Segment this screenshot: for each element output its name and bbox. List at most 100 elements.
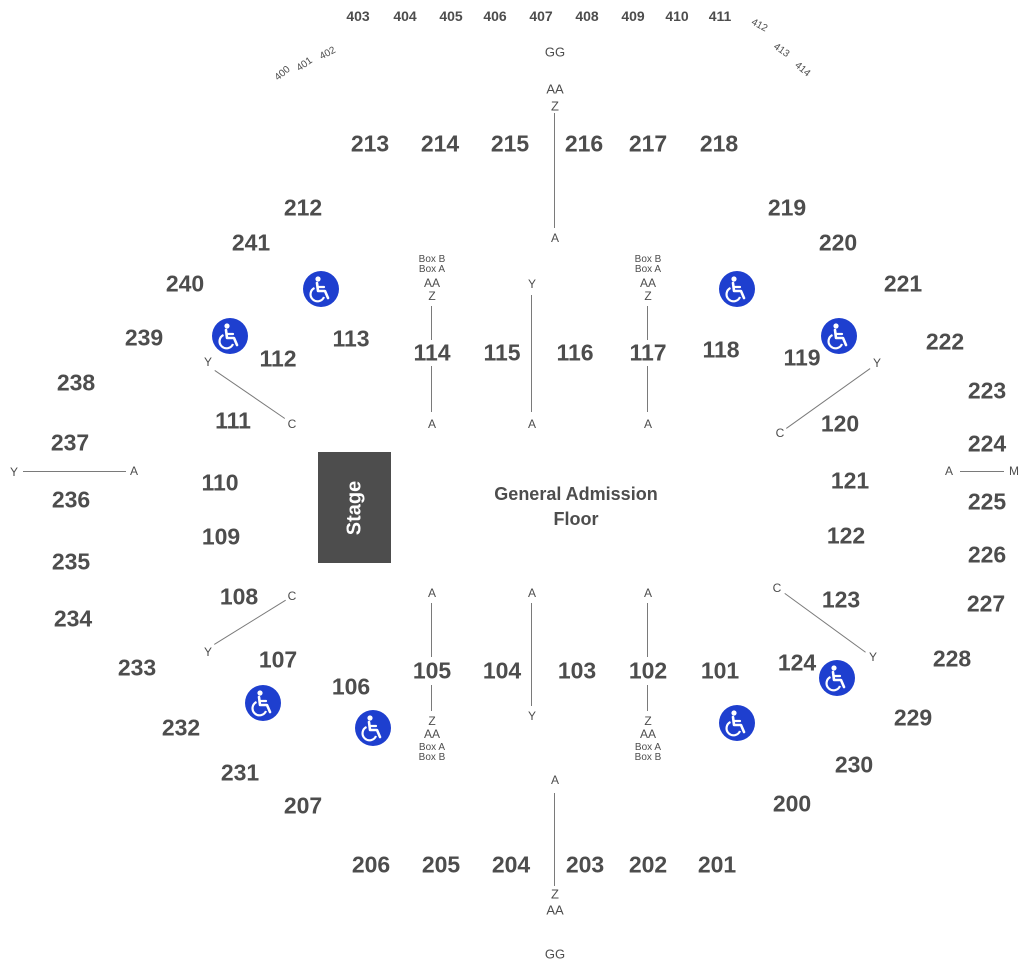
section-103[interactable]: 103 — [557, 657, 597, 684]
section-233[interactable]: 233 — [117, 654, 157, 681]
section-123[interactable]: 123 — [821, 586, 861, 613]
section-219[interactable]: 219 — [767, 194, 807, 221]
section-111[interactable]: 111 — [215, 407, 251, 434]
section-228[interactable]: 228 — [932, 645, 972, 672]
section-104[interactable]: 104 — [482, 657, 522, 684]
section-112[interactable]: 112 — [259, 345, 297, 372]
section-120[interactable]: 120 — [820, 410, 860, 437]
row-label-y: Y — [527, 277, 537, 291]
section-204[interactable]: 204 — [491, 851, 531, 878]
section-231[interactable]: 231 — [220, 759, 260, 786]
section-222[interactable]: 222 — [925, 328, 965, 355]
section-406[interactable]: 406 — [483, 8, 507, 24]
section-224[interactable]: 224 — [967, 430, 1007, 457]
section-108[interactable]: 108 — [219, 583, 259, 610]
box-label[interactable]: Box B — [418, 254, 446, 265]
section-110[interactable]: 110 — [201, 469, 239, 496]
section-216[interactable]: 216 — [564, 130, 604, 157]
section-403[interactable]: 403 — [346, 8, 370, 24]
section-215[interactable]: 215 — [490, 130, 530, 157]
section-407[interactable]: 407 — [529, 8, 553, 24]
section-117[interactable]: 117 — [629, 339, 667, 366]
section-206[interactable]: 206 — [351, 851, 391, 878]
floor-label-line2: Floor — [553, 509, 599, 529]
box-label[interactable]: Box B — [634, 254, 662, 265]
section-223[interactable]: 223 — [967, 377, 1007, 404]
box-label[interactable]: Box A — [418, 742, 446, 753]
section-241[interactable]: 241 — [231, 229, 271, 256]
row-label-y: Y — [868, 650, 878, 664]
section-236[interactable]: 236 — [51, 486, 91, 513]
section-101[interactable]: 101 — [700, 657, 740, 684]
section-232[interactable]: 232 — [161, 714, 201, 741]
section-113[interactable]: 113 — [332, 325, 370, 352]
row-divider-line — [647, 685, 648, 711]
section-240[interactable]: 240 — [165, 270, 205, 297]
row-divider-line — [531, 295, 532, 412]
section-411[interactable]: 411 — [708, 8, 732, 24]
section-114[interactable]: 114 — [413, 339, 451, 366]
section-214[interactable]: 214 — [420, 130, 460, 157]
row-label-y: Y — [9, 465, 19, 479]
section-414[interactable]: 414 — [792, 60, 813, 80]
section-225[interactable]: 225 — [967, 488, 1007, 515]
section-226[interactable]: 226 — [967, 541, 1007, 568]
row-label-aa: AA — [639, 276, 657, 290]
section-200[interactable]: 200 — [772, 790, 812, 817]
section-218[interactable]: 218 — [699, 130, 739, 157]
section-238[interactable]: 238 — [56, 369, 96, 396]
section-212[interactable]: 212 — [283, 194, 323, 221]
section-201[interactable]: 201 — [697, 851, 737, 878]
section-400[interactable]: 400 — [272, 64, 293, 84]
section-410[interactable]: 410 — [665, 8, 689, 24]
section-234[interactable]: 234 — [53, 605, 93, 632]
row-label-z: Z — [428, 714, 436, 728]
section-217[interactable]: 217 — [628, 130, 668, 157]
section-412[interactable]: 412 — [749, 16, 770, 35]
section-203[interactable]: 203 — [565, 851, 605, 878]
section-404[interactable]: 404 — [393, 8, 417, 24]
section-119[interactable]: 119 — [783, 344, 821, 371]
section-235[interactable]: 235 — [51, 548, 91, 575]
section-405[interactable]: 405 — [439, 8, 463, 24]
row-label-aa: AA — [423, 276, 441, 290]
section-102[interactable]: 102 — [628, 657, 668, 684]
section-115[interactable]: 115 — [483, 339, 521, 366]
section-213[interactable]: 213 — [350, 130, 390, 157]
row-label-a: A — [427, 586, 437, 600]
section-202[interactable]: 202 — [628, 851, 668, 878]
section-227[interactable]: 227 — [966, 590, 1006, 617]
section-237[interactable]: 237 — [50, 429, 90, 456]
section-116[interactable]: 116 — [556, 339, 594, 366]
section-239[interactable]: 239 — [124, 324, 164, 351]
section-221[interactable]: 221 — [883, 270, 923, 297]
section-413[interactable]: 413 — [771, 41, 792, 60]
box-label[interactable]: Box A — [418, 264, 446, 275]
box-label[interactable]: Box A — [634, 742, 662, 753]
box-label[interactable]: Box B — [634, 752, 662, 763]
section-408[interactable]: 408 — [575, 8, 599, 24]
section-121[interactable]: 121 — [830, 467, 870, 494]
section-230[interactable]: 230 — [834, 751, 874, 778]
section-220[interactable]: 220 — [818, 229, 858, 256]
box-label[interactable]: Box A — [634, 264, 662, 275]
section-118[interactable]: 118 — [702, 336, 740, 363]
row-label-a: A — [527, 586, 537, 600]
section-409[interactable]: 409 — [621, 8, 645, 24]
box-label[interactable]: Box B — [418, 752, 446, 763]
section-402[interactable]: 402 — [317, 44, 338, 63]
row-divider-line — [23, 471, 126, 472]
section-122[interactable]: 122 — [826, 522, 866, 549]
section-107[interactable]: 107 — [258, 646, 298, 673]
section-401[interactable]: 401 — [294, 55, 315, 74]
section-106[interactable]: 106 — [331, 673, 371, 700]
section-229[interactable]: 229 — [893, 704, 933, 731]
section-207[interactable]: 207 — [283, 792, 323, 819]
section-105[interactable]: 105 — [412, 657, 452, 684]
row-label-c: C — [287, 589, 297, 603]
section-109[interactable]: 109 — [201, 523, 241, 550]
row-label-z: Z — [428, 289, 436, 303]
section-205[interactable]: 205 — [421, 851, 461, 878]
section-124[interactable]: 124 — [777, 649, 817, 676]
